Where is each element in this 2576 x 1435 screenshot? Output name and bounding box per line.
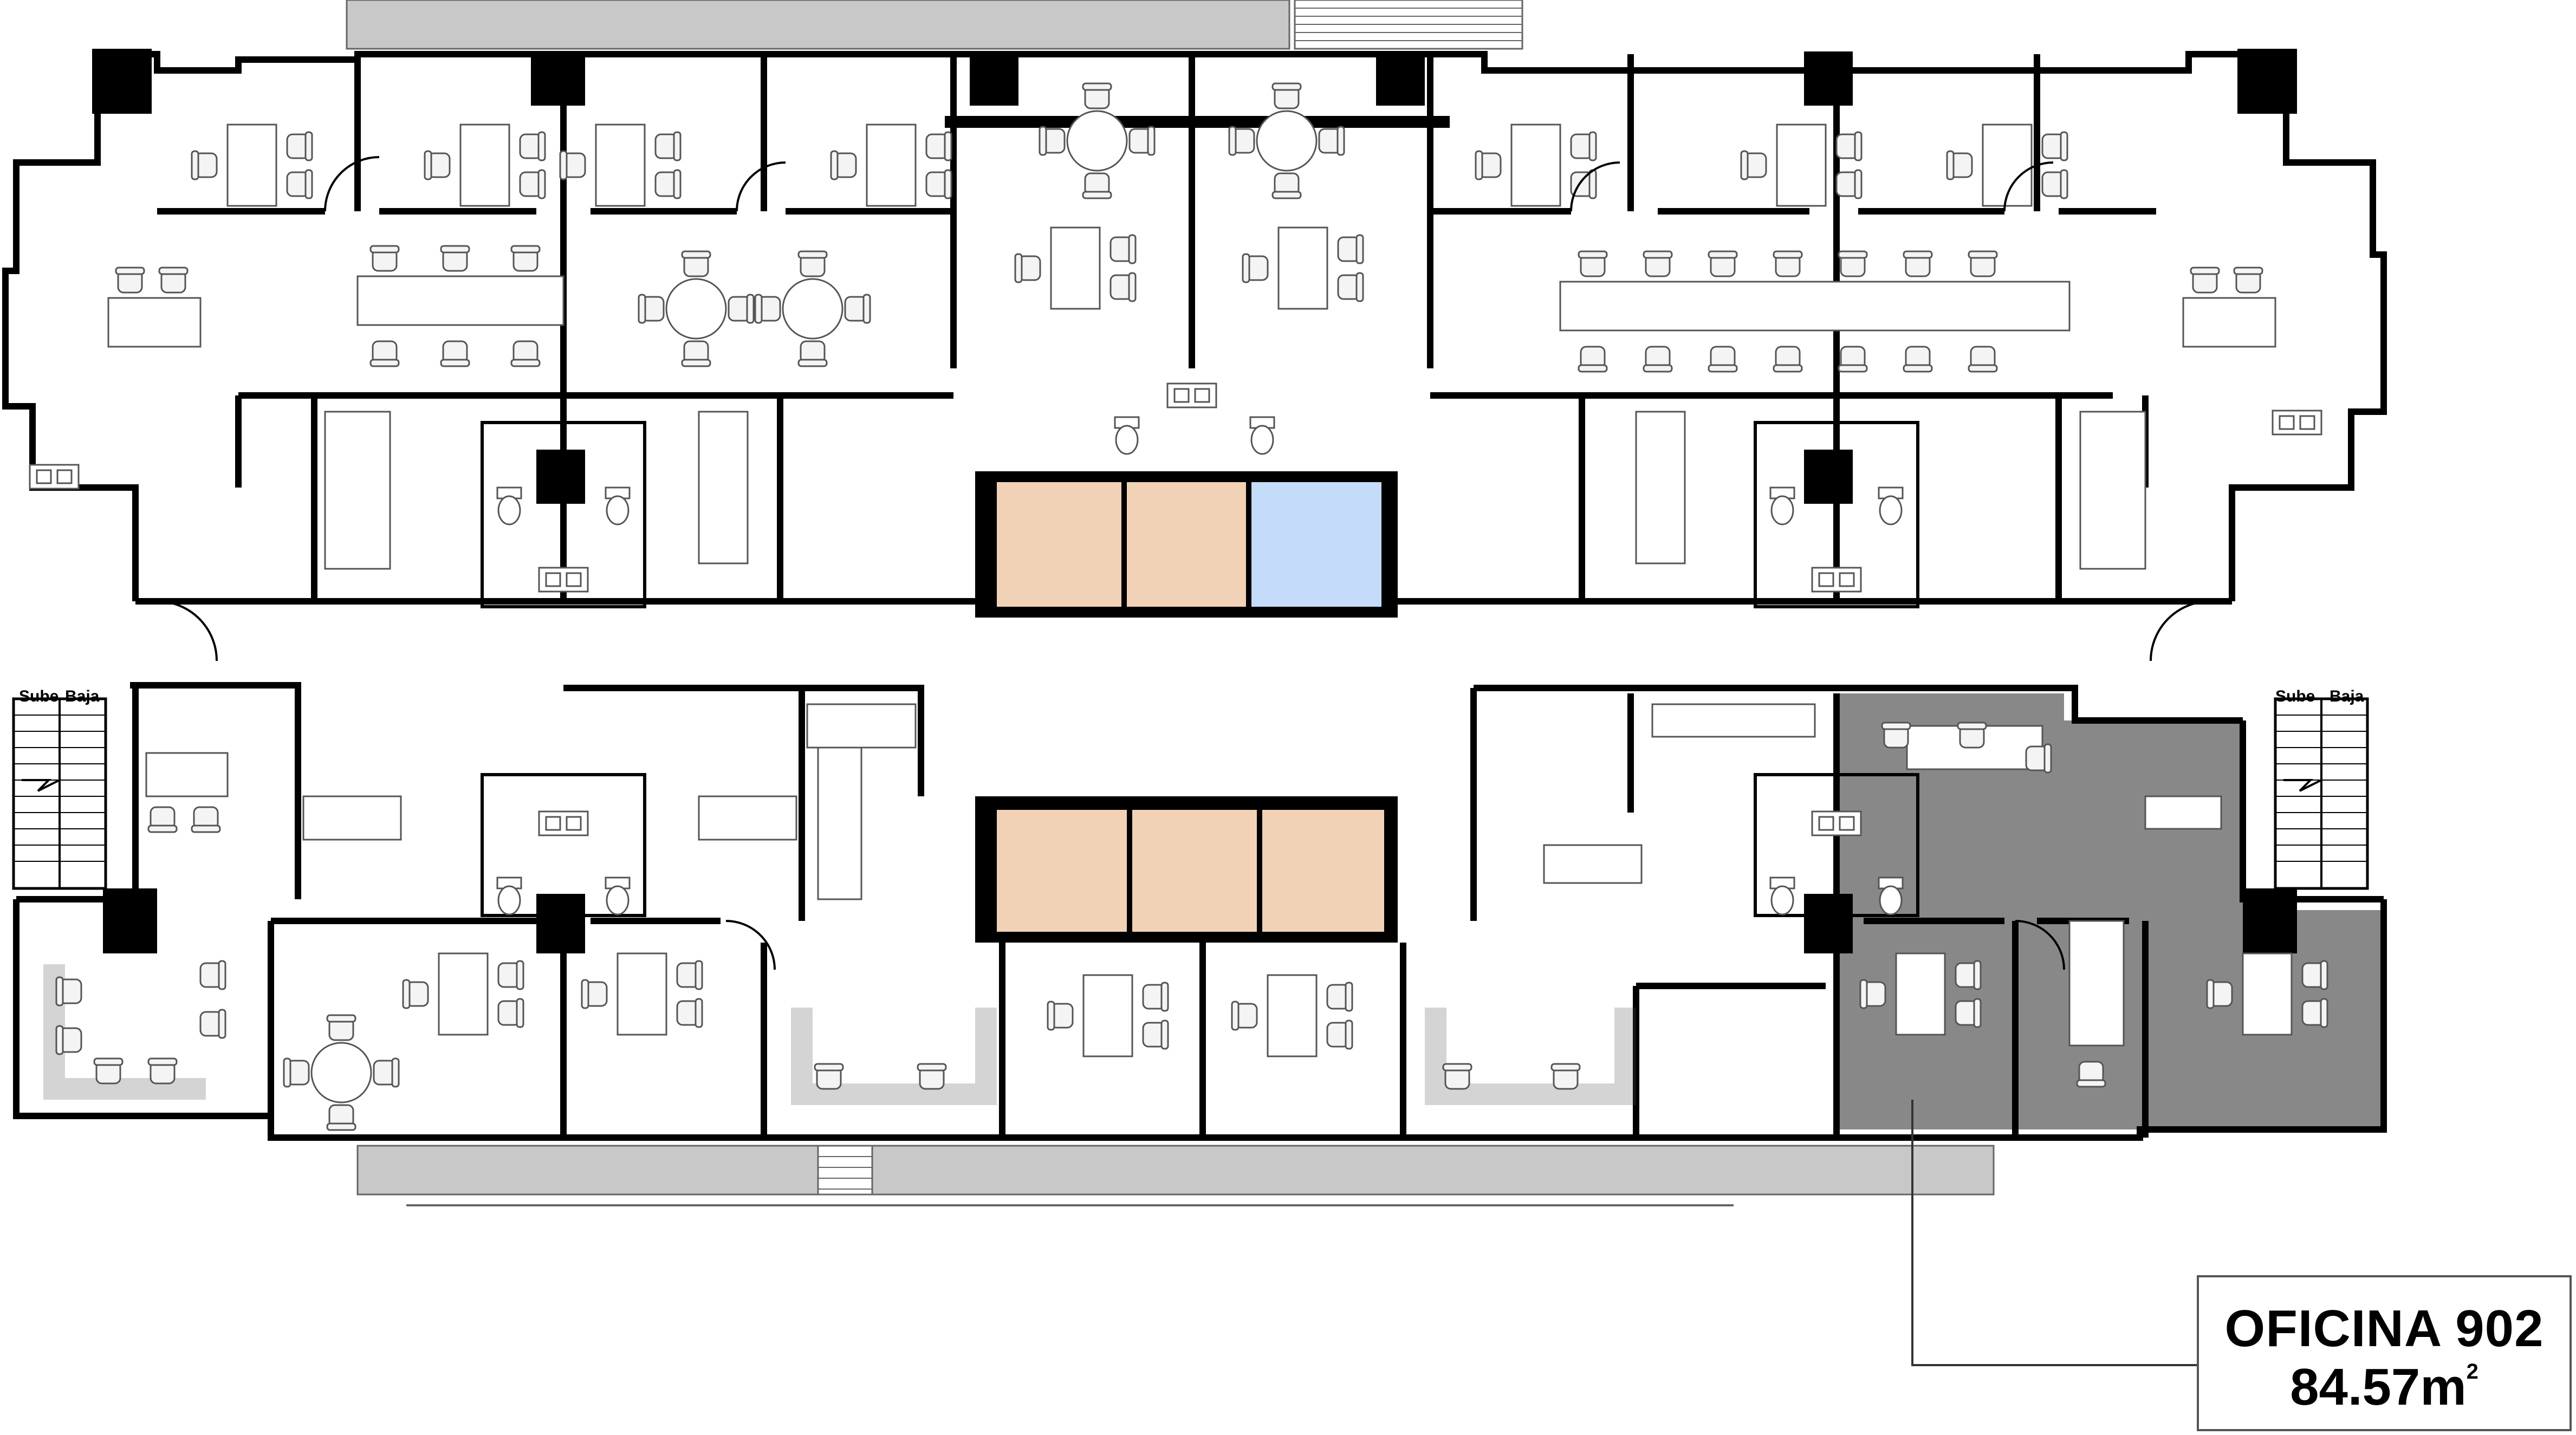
desk-chair-icon: [1838, 250, 1868, 277]
round-table-icon: [639, 251, 754, 366]
toilet-icon: [1878, 876, 1904, 915]
desk-chair-icon: [2190, 267, 2220, 294]
desk-chair-icon: [1968, 250, 1998, 277]
doors: [157, 156, 2211, 970]
desk-chair-icon: [55, 1025, 82, 1055]
desk-chair-icon: [1708, 346, 1738, 373]
sink-icon: [1166, 382, 1217, 408]
stair-right-up-label: Sube: [2275, 687, 2315, 705]
door-swing-icon: [324, 156, 380, 212]
desk-chair-icon: [1578, 346, 1608, 373]
desk-chair-icon: [199, 1009, 226, 1039]
elevator-core-bottom: [975, 796, 1398, 943]
desk-chair-icon: [440, 245, 470, 272]
round-table-icon: [755, 251, 870, 366]
desk-chair-icon: [369, 340, 400, 367]
toilet-icon: [605, 486, 631, 525]
door-swing-icon: [736, 161, 786, 212]
desk-chair-icon: [1773, 346, 1803, 373]
toilet-icon: [496, 486, 522, 525]
desk-chair-icon: [2025, 743, 2052, 774]
stair-left-down-label: Baja: [65, 687, 100, 705]
stair-arrow-icon: [2283, 779, 2322, 792]
desk-chair-icon: [1442, 1063, 1472, 1090]
toilet-icon: [1769, 486, 1795, 525]
desk-chair-icon: [115, 267, 145, 294]
desk-chair-icon: [1550, 1063, 1581, 1090]
balcony-top: [346, 0, 1523, 50]
toilet-icon: [1878, 486, 1904, 525]
desk-chair-icon: [917, 1063, 947, 1090]
desk-chair-icon: [1957, 722, 1987, 749]
desk-chair-icon: [1578, 250, 1608, 277]
desk-chair-icon: [191, 806, 221, 833]
desk-chair-icon: [158, 267, 189, 294]
desk-chair-icon: [1903, 346, 1933, 373]
office-area: 84.57m2: [2199, 1358, 2569, 1417]
desk-chair-icon: [1838, 346, 1868, 373]
restroom-cores: [29, 382, 2322, 917]
desk-chair-icon: [2076, 1061, 2106, 1088]
desk-chair-icon: [1903, 250, 1933, 277]
toilet-icon: [1114, 416, 1140, 455]
desk-chair-icon: [1881, 722, 1911, 749]
desk-chair-icon: [93, 1057, 124, 1085]
stair-right-down-label: Baja: [2330, 687, 2364, 705]
door-swing-icon: [157, 600, 218, 661]
door-swing-icon: [2150, 600, 2211, 661]
office-name: OFICINA 902: [2224, 1300, 2544, 1358]
desk-chair-icon: [369, 245, 400, 272]
desk-chair-icon: [55, 976, 82, 1007]
elevator-core-top: [975, 471, 1398, 618]
desk-chair-icon: [1773, 250, 1803, 277]
sink-icon: [1811, 567, 1862, 593]
toilet-icon: [1249, 416, 1275, 455]
desk-chair-icon: [147, 1057, 178, 1085]
stair-left-up-label: Sube: [19, 687, 59, 705]
columns: [92, 49, 2297, 953]
desk-chair-icon: [440, 340, 470, 367]
sink-icon: [29, 464, 80, 490]
desk-chair-icon: [510, 340, 541, 367]
desk-chair-icon: [147, 806, 178, 833]
desk-chair-icon: [1643, 346, 1673, 373]
sink-icon: [538, 810, 589, 836]
toilet-icon: [605, 876, 631, 915]
stair-right: Sube Baja: [2274, 687, 2369, 890]
stair-arrow-icon: [22, 779, 60, 792]
sink-icon: [2272, 410, 2322, 436]
desk-chair-icon: [1643, 250, 1673, 277]
stair-left: Sube Baja: [12, 687, 107, 890]
office-area-exponent: 2: [2466, 1360, 2478, 1384]
round-table-icon: [1040, 83, 1154, 198]
desk-chair-icon: [510, 245, 541, 272]
desk-chair-icon: [2233, 267, 2263, 294]
round-table-icon: [284, 1015, 399, 1130]
door-swing-icon: [1570, 161, 1620, 212]
sink-icon: [1811, 810, 1862, 836]
door-swing-icon: [2015, 920, 2065, 970]
office-902-leader-line: [1911, 1100, 2197, 1366]
office-902-label[interactable]: OFICINA 902 84.57m2: [2197, 1275, 2572, 1431]
desk-chair-icon: [1708, 250, 1738, 277]
round-table-icon: [1229, 83, 1344, 198]
sink-icon: [538, 567, 589, 593]
toilet-icon: [496, 876, 522, 915]
workstations: [43, 125, 2327, 1105]
door-swing-icon: [2003, 161, 2054, 212]
desk-chair-icon: [814, 1063, 844, 1090]
desk-chair-icon: [199, 960, 226, 990]
toilet-icon: [1769, 876, 1795, 915]
balcony-bottom: [356, 1145, 1995, 1206]
office-area-value: 84.57m: [2290, 1358, 2467, 1416]
desk-chair-icon: [1968, 346, 1998, 373]
door-swing-icon: [725, 920, 776, 970]
